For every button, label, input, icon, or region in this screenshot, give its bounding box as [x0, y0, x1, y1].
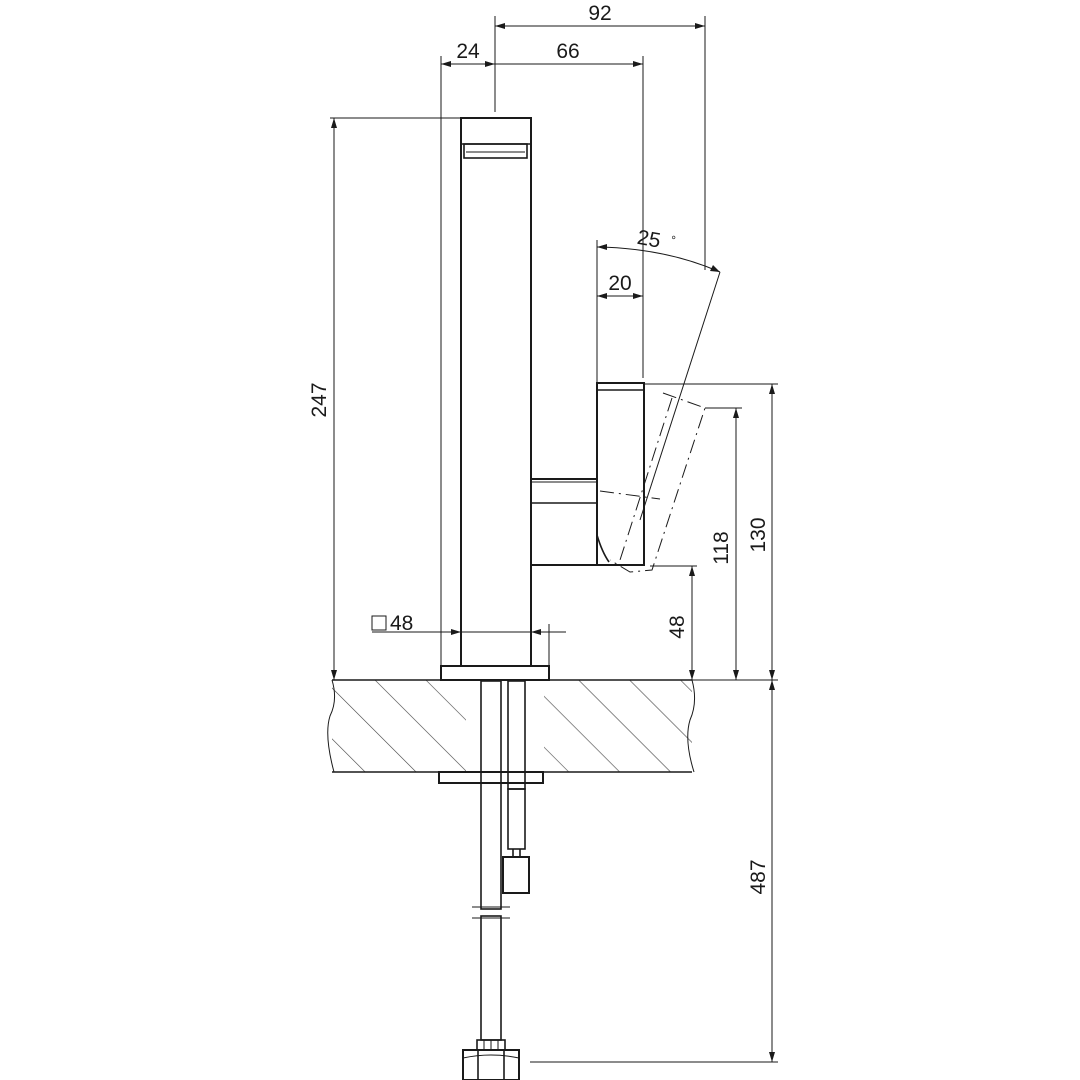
dimension-24: 24 — [441, 40, 495, 67]
dim-label-130: 130 — [747, 517, 770, 552]
threaded-shank — [502, 680, 530, 894]
dimension-base-48: 48 — [371, 612, 566, 666]
base-plate — [440, 665, 550, 681]
dimension-66: 66 — [495, 40, 643, 67]
dim-label-20: 20 — [608, 272, 631, 295]
dimension-130: 130 — [747, 384, 775, 680]
mounting-plate — [438, 771, 544, 784]
square-symbol-icon — [371, 615, 387, 631]
extension-lines — [330, 16, 778, 1063]
dimension-487: 487 — [747, 680, 775, 1062]
dimension-92: 92 — [495, 2, 705, 29]
dimension-48: 48 — [666, 566, 695, 680]
dim-label-487: 487 — [747, 859, 770, 894]
dim-label-24: 24 — [456, 40, 480, 63]
dim-label-92: 92 — [588, 2, 611, 25]
dimension-20: 20 — [597, 272, 643, 299]
faucet-body — [460, 117, 532, 667]
dim-label-25: 25° — [635, 226, 677, 255]
countertop-section — [327, 679, 696, 773]
dim-label-48: 48 — [666, 615, 689, 638]
dimension-118: 118 — [710, 408, 739, 680]
lever-handle — [596, 382, 645, 566]
dimension-247: 247 — [308, 118, 337, 680]
hex-nut — [462, 1049, 520, 1080]
handle-connector — [530, 478, 598, 566]
dim-label-118: 118 — [710, 531, 733, 564]
dim-label-66: 66 — [556, 40, 579, 63]
rotated-handle-phantom — [599, 271, 721, 573]
hose-fitting — [476, 1039, 506, 1051]
dim-label-base-48: 48 — [390, 612, 413, 635]
dimension-angle-25: 25° — [596, 226, 721, 273]
dim-label-247: 247 — [308, 382, 331, 417]
